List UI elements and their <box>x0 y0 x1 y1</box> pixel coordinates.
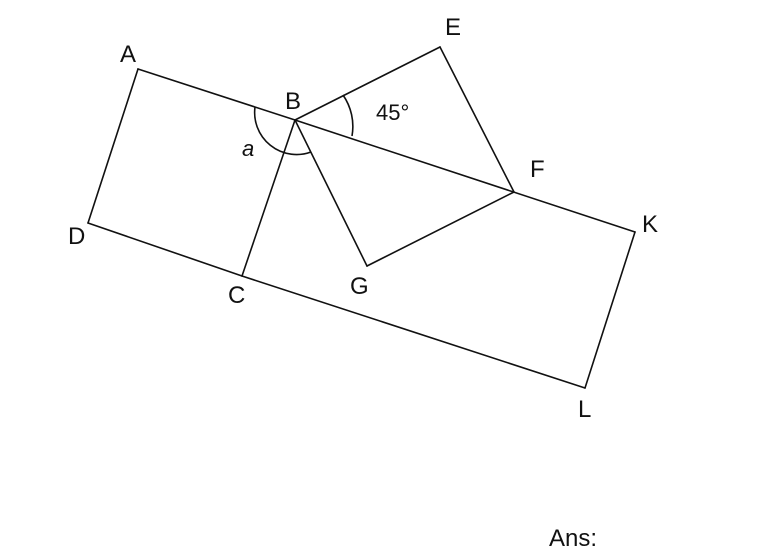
angle-arc-a <box>253 106 312 156</box>
segment-bc <box>241 119 296 277</box>
segment-ef <box>439 46 515 193</box>
segment-ab <box>137 68 296 121</box>
segment-be <box>294 46 441 121</box>
segment-kl <box>584 231 636 389</box>
segment-cd <box>87 222 243 277</box>
angle-arc-45 <box>342 94 354 137</box>
label-c: C <box>228 282 245 309</box>
segment-da <box>87 68 139 224</box>
label-b: B <box>285 88 301 115</box>
label-l: L <box>578 396 591 423</box>
segment-lc <box>241 275 586 389</box>
label-k: K <box>642 211 658 238</box>
segment-gb <box>294 119 368 267</box>
segment-fg <box>366 191 515 267</box>
label-e: E <box>445 14 461 41</box>
label-f: F <box>530 156 545 183</box>
angle-label-a: a <box>242 136 254 161</box>
answer-label: Ans: <box>549 525 598 552</box>
segment-bk <box>294 119 636 233</box>
label-a: A <box>120 41 136 68</box>
label-g: G <box>350 273 369 300</box>
label-d: D <box>68 223 85 250</box>
angle-label-45: 45° <box>376 100 409 125</box>
